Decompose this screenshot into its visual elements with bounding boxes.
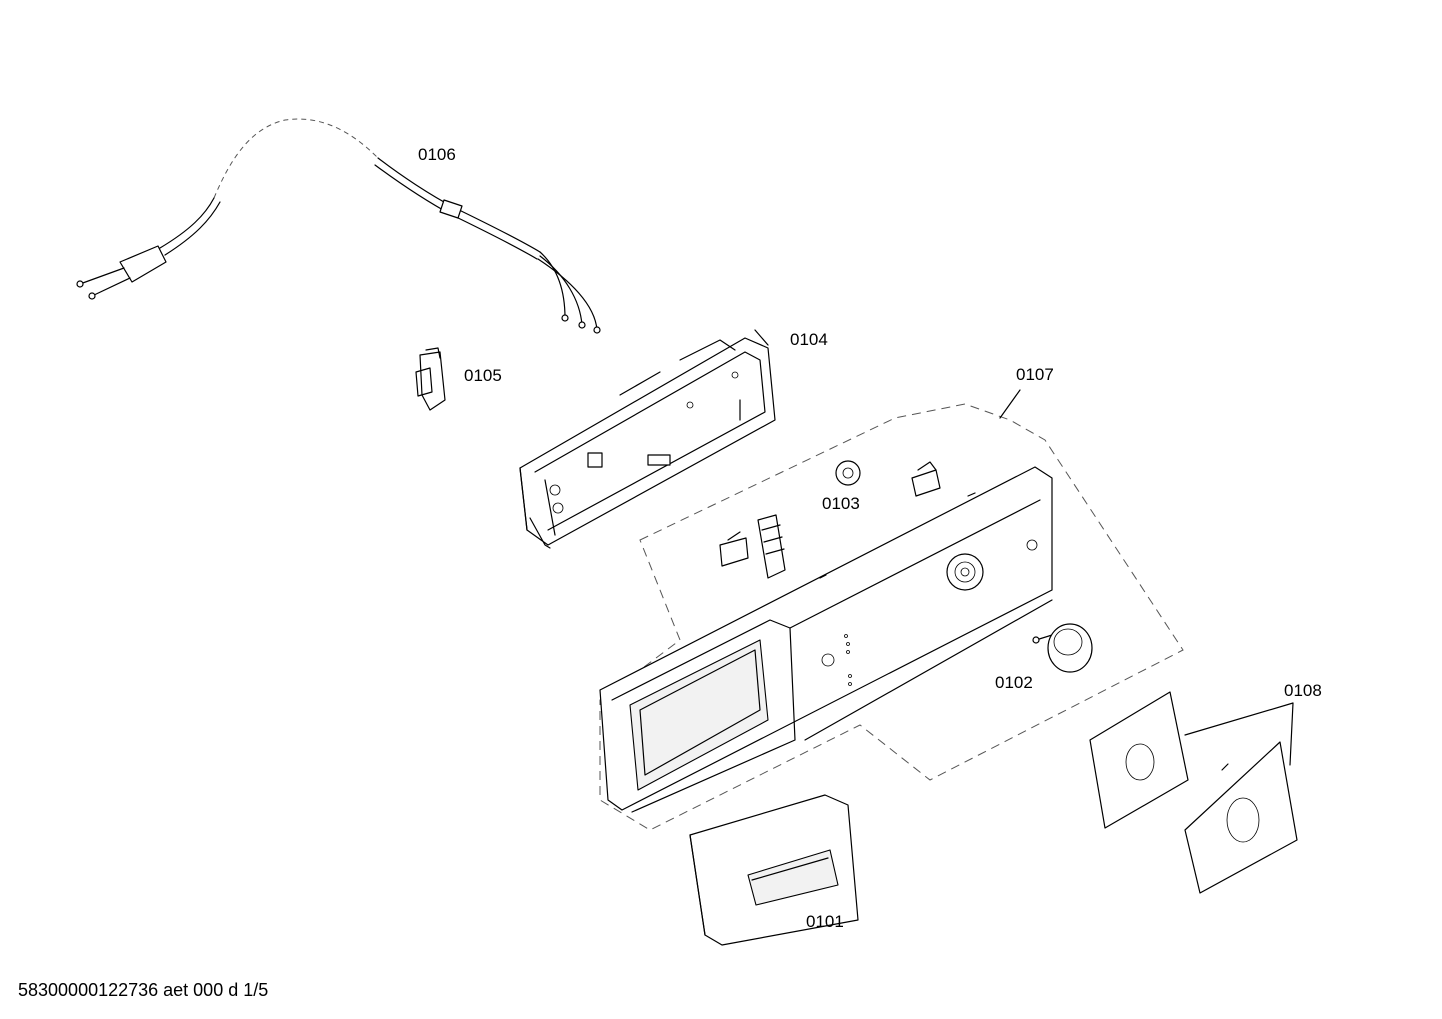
small-parts-drawing: [719, 460, 941, 579]
part-label-0105: 0105: [464, 366, 502, 385]
part-label-0101: 0101: [806, 912, 844, 931]
part-label-0103: 0103: [822, 494, 860, 513]
handle-drawing: [689, 794, 859, 946]
fascia-panel-drawing: [599, 466, 1053, 813]
part-label-0102: 0102: [995, 673, 1033, 692]
fascia-set-leader: [999, 389, 1021, 419]
part-label-0108: 0108: [1284, 681, 1322, 700]
covers-drawing: [1089, 691, 1298, 894]
part-label-0106: 0106: [418, 145, 456, 164]
knob-drawing: [1032, 623, 1093, 673]
clip-drawing: [415, 347, 446, 411]
module-frame-drawing: [519, 329, 776, 549]
fascia-set-outline: [599, 403, 1184, 831]
part-label-0104: 0104: [790, 330, 828, 349]
part-label-0107: 0107: [1016, 365, 1054, 384]
drawing-reference-code: 58300000122736 aet 000 d 1/5: [18, 980, 268, 1000]
power-cable: [76, 118, 601, 334]
